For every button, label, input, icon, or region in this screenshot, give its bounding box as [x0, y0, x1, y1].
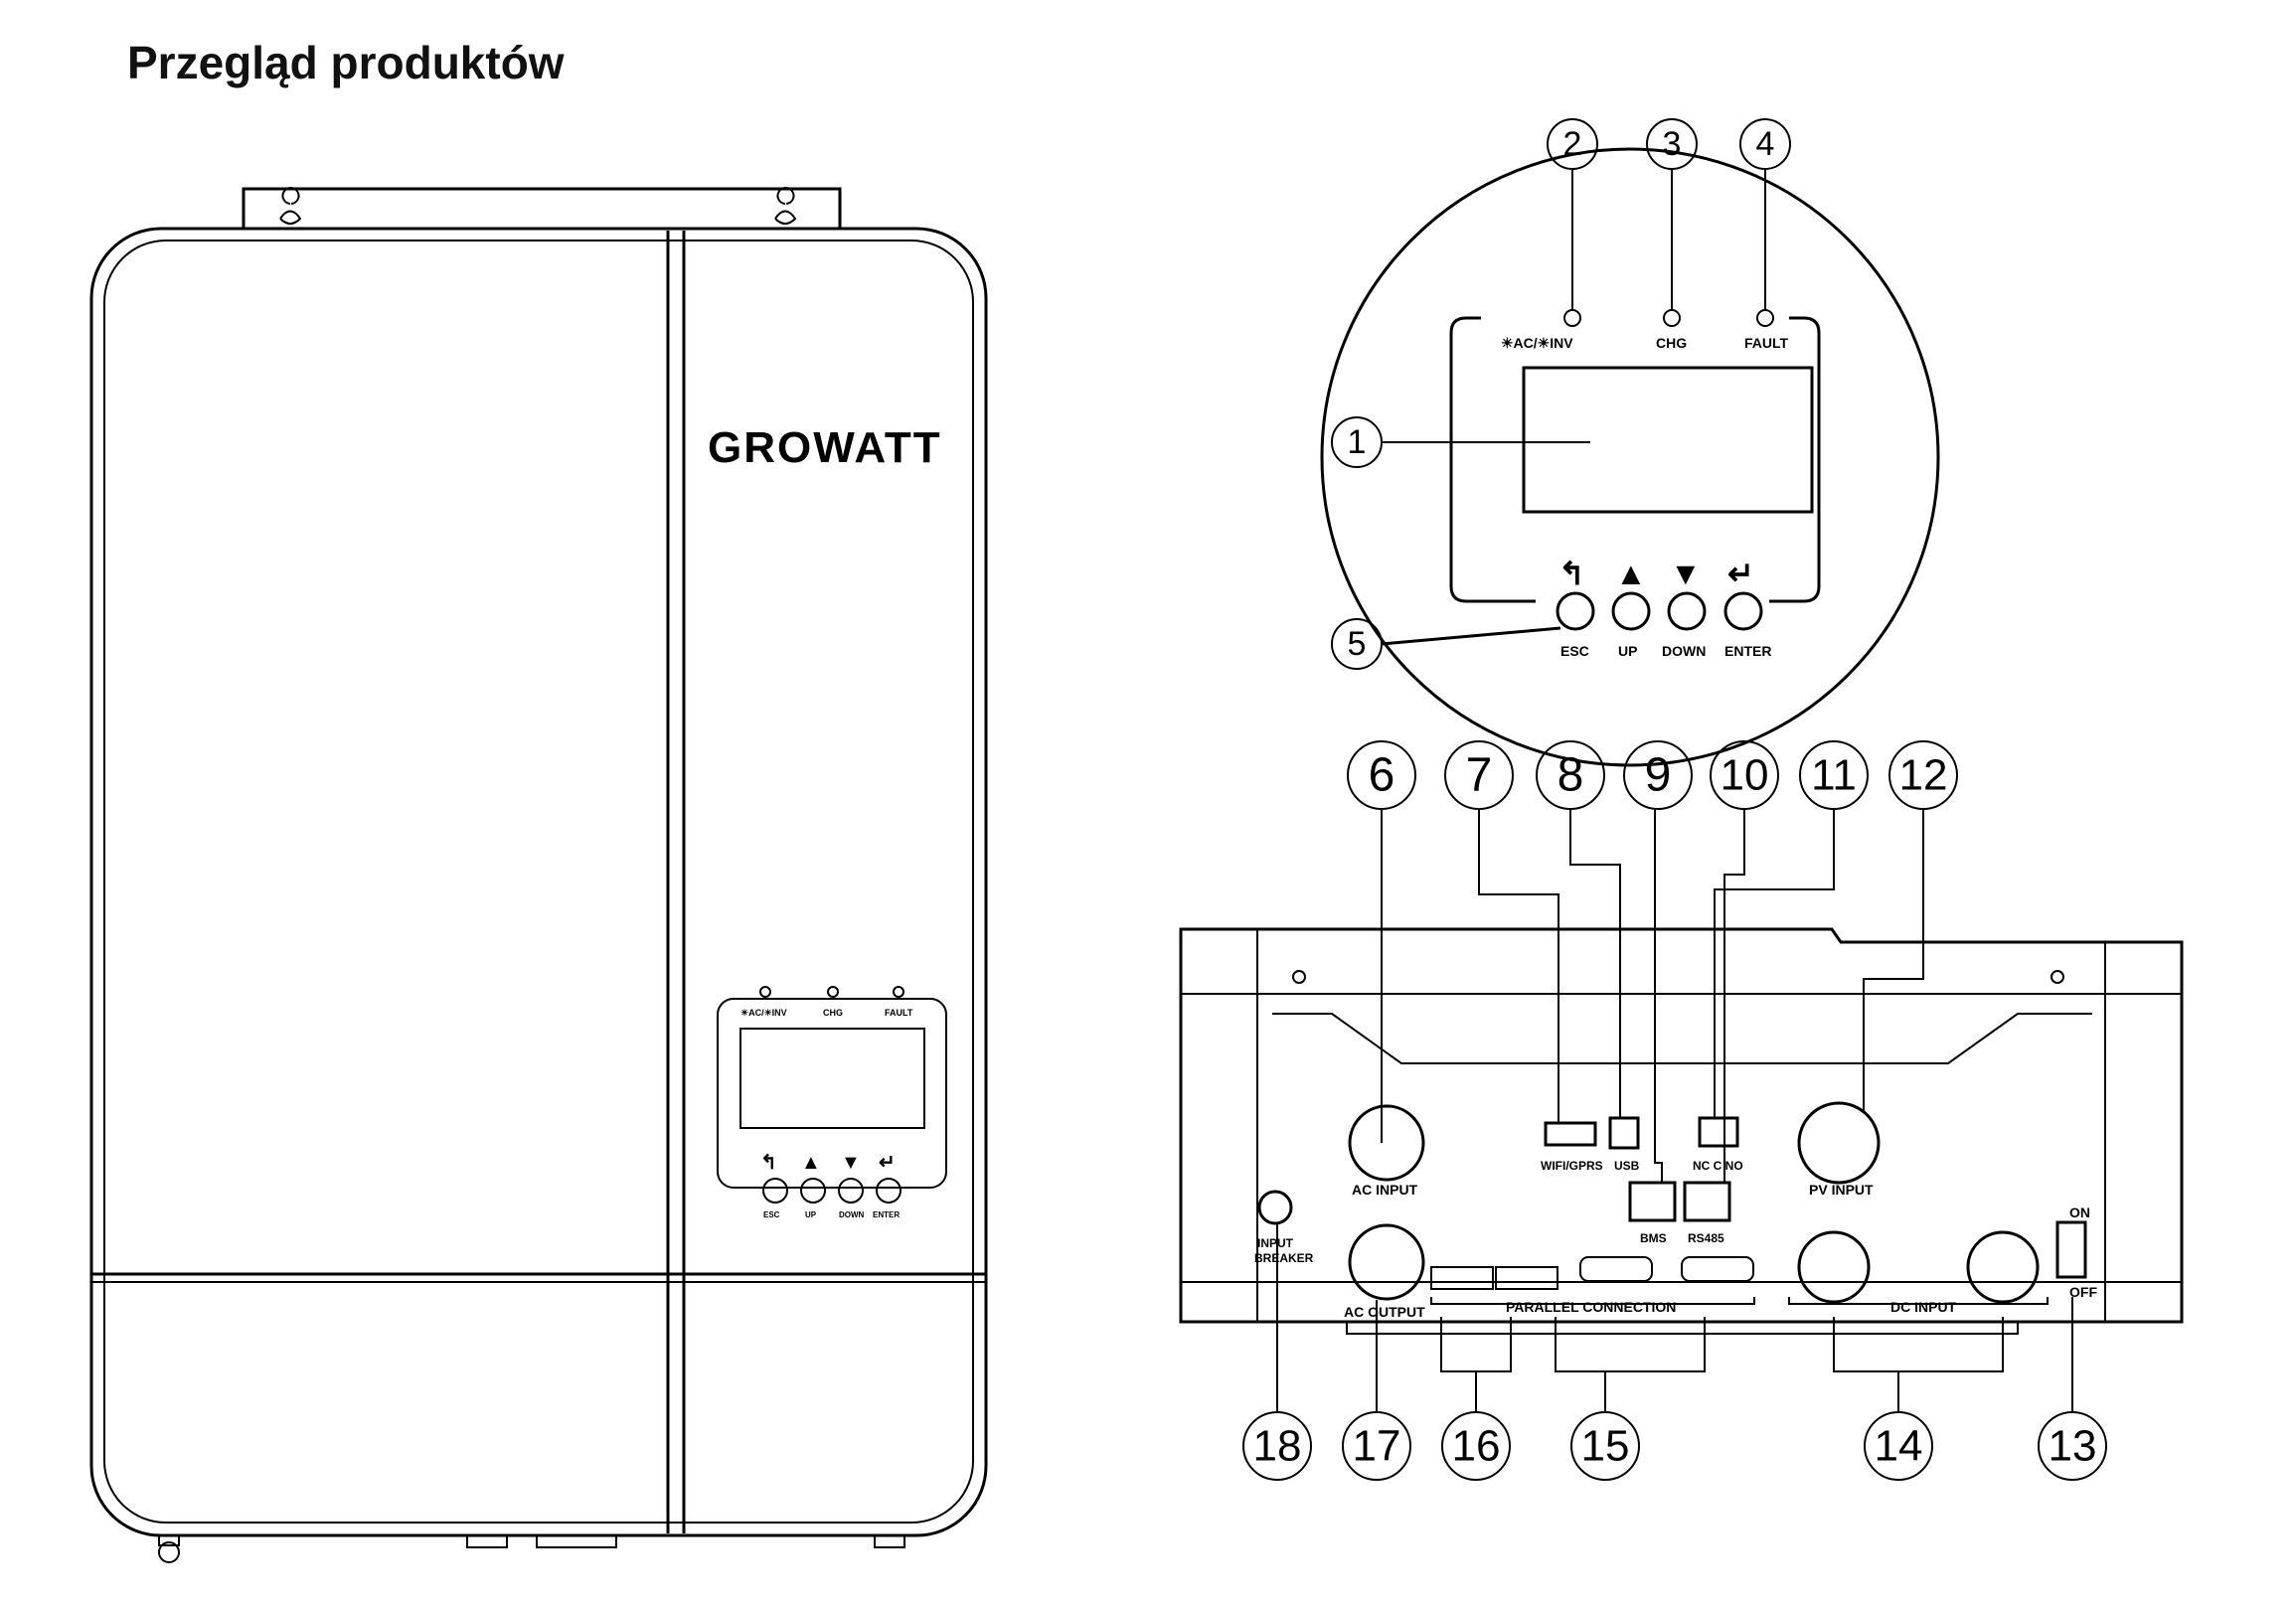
- front-led-label-2: CHG: [823, 1008, 843, 1018]
- callout-3: 3: [1646, 118, 1698, 170]
- pv-input-label: PV INPUT: [1809, 1182, 1874, 1198]
- svg-text:▲: ▲: [801, 1152, 821, 1174]
- svg-text:15: 15: [1581, 1422, 1630, 1471]
- front-control-panel: ☀AC/☀INV CHG FAULT ↰ ▲ ▼ ↵ ESC UP DOWN E…: [717, 986, 947, 1219]
- svg-text:16: 16: [1452, 1422, 1501, 1471]
- usb-label: USB: [1614, 1159, 1640, 1173]
- zoomed-control-panel: ☀AC/☀INV CHG FAULT ↰ ▲ ▼ ↵ ESC UP DOWN E…: [1320, 147, 1940, 767]
- svg-text:↵: ↵: [879, 1152, 896, 1174]
- callout-5: 5: [1331, 618, 1383, 670]
- relay-label: NC C NO: [1693, 1159, 1743, 1173]
- svg-text:10: 10: [1721, 751, 1769, 800]
- svg-text:▼: ▼: [841, 1152, 861, 1174]
- svg-text:↰: ↰: [760, 1152, 777, 1174]
- dc-input-label: DC INPUT: [1890, 1299, 1957, 1315]
- breaker-label-1: INPUT: [1257, 1236, 1294, 1250]
- callout-6: 6: [1347, 740, 1416, 810]
- svg-text:5: 5: [1348, 625, 1367, 663]
- svg-text:2: 2: [1563, 125, 1582, 163]
- parallel-label: PARALLEL CONNECTION: [1506, 1299, 1676, 1315]
- inverter-bottom-view: AC INPUT WIFI/GPRS USB NC C NO PV INPUT …: [1179, 810, 2184, 1411]
- callout-9: 9: [1623, 740, 1693, 810]
- callout-18: 18: [1242, 1411, 1312, 1481]
- esc-arrow-icon: ↰: [1558, 556, 1585, 591]
- svg-text:14: 14: [1875, 1422, 1923, 1471]
- svg-text:18: 18: [1253, 1422, 1302, 1471]
- down-arrow-icon: ▼: [1670, 556, 1702, 591]
- off-label: OFF: [2069, 1284, 2097, 1300]
- ac-input-label: AC INPUT: [1352, 1182, 1418, 1198]
- bms-label: BMS: [1640, 1231, 1667, 1245]
- front-btn-down: DOWN: [839, 1210, 865, 1219]
- front-btn-up: UP: [805, 1210, 817, 1219]
- inverter-front-view: GROWATT ☀AC/☀INV CHG FAULT ↰ ▲ ▼ ↵ ESC U…: [89, 187, 988, 1563]
- callout-16: 16: [1441, 1411, 1511, 1481]
- callout-1: 1: [1331, 416, 1383, 468]
- callout-11: 11: [1799, 740, 1869, 810]
- svg-text:8: 8: [1558, 749, 1584, 802]
- zoom-led-label-1: ☀AC/☀INV: [1501, 335, 1573, 351]
- zoom-led-label-3: FAULT: [1744, 335, 1789, 351]
- enter-arrow-icon: ↵: [1727, 556, 1754, 591]
- svg-text:13: 13: [2049, 1422, 2097, 1471]
- svg-text:1: 1: [1348, 423, 1367, 461]
- zoom-btn-enter: ENTER: [1724, 643, 1771, 659]
- rs485-label: RS485: [1688, 1231, 1724, 1245]
- callout-17: 17: [1342, 1411, 1411, 1481]
- callout-7: 7: [1444, 740, 1514, 810]
- callout-4: 4: [1739, 118, 1791, 170]
- callout-10: 10: [1710, 740, 1779, 810]
- ac-output-label: AC OUTPUT: [1344, 1304, 1425, 1320]
- breaker-label-2: BREAKER: [1254, 1251, 1314, 1265]
- callout-12: 12: [1888, 740, 1958, 810]
- zoom-btn-up: UP: [1618, 643, 1637, 659]
- callout-8: 8: [1536, 740, 1605, 810]
- brand-logo: GROWATT: [708, 423, 942, 472]
- svg-text:7: 7: [1466, 749, 1493, 802]
- wifi-label: WIFI/GPRS: [1541, 1159, 1603, 1173]
- svg-text:4: 4: [1756, 125, 1775, 163]
- on-label: ON: [2069, 1204, 2090, 1220]
- callout-14: 14: [1864, 1411, 1933, 1481]
- svg-text:12: 12: [1899, 751, 1948, 800]
- front-led-label-3: FAULT: [885, 1008, 913, 1018]
- svg-text:6: 6: [1369, 749, 1395, 802]
- callout-15: 15: [1570, 1411, 1640, 1481]
- svg-text:9: 9: [1645, 749, 1672, 802]
- up-arrow-icon: ▲: [1615, 556, 1647, 591]
- callout-2: 2: [1547, 118, 1598, 170]
- page-title: Przegląd produktów: [127, 37, 565, 88]
- svg-text:17: 17: [1353, 1422, 1401, 1471]
- zoom-led-label-2: CHG: [1656, 335, 1687, 351]
- front-led-label-1: ☀AC/☀INV: [740, 1008, 787, 1018]
- front-btn-esc: ESC: [763, 1210, 780, 1219]
- zoom-btn-down: DOWN: [1662, 643, 1706, 659]
- svg-text:3: 3: [1663, 125, 1682, 163]
- callout-13: 13: [2038, 1411, 2107, 1481]
- front-btn-enter: ENTER: [873, 1210, 900, 1219]
- zoom-btn-esc: ESC: [1560, 643, 1589, 659]
- callout-markers: 1 2 3 4 5 6 7 8 9 10 11 12 13 14 15 16 1…: [1242, 118, 2107, 1481]
- svg-text:11: 11: [1811, 751, 1857, 800]
